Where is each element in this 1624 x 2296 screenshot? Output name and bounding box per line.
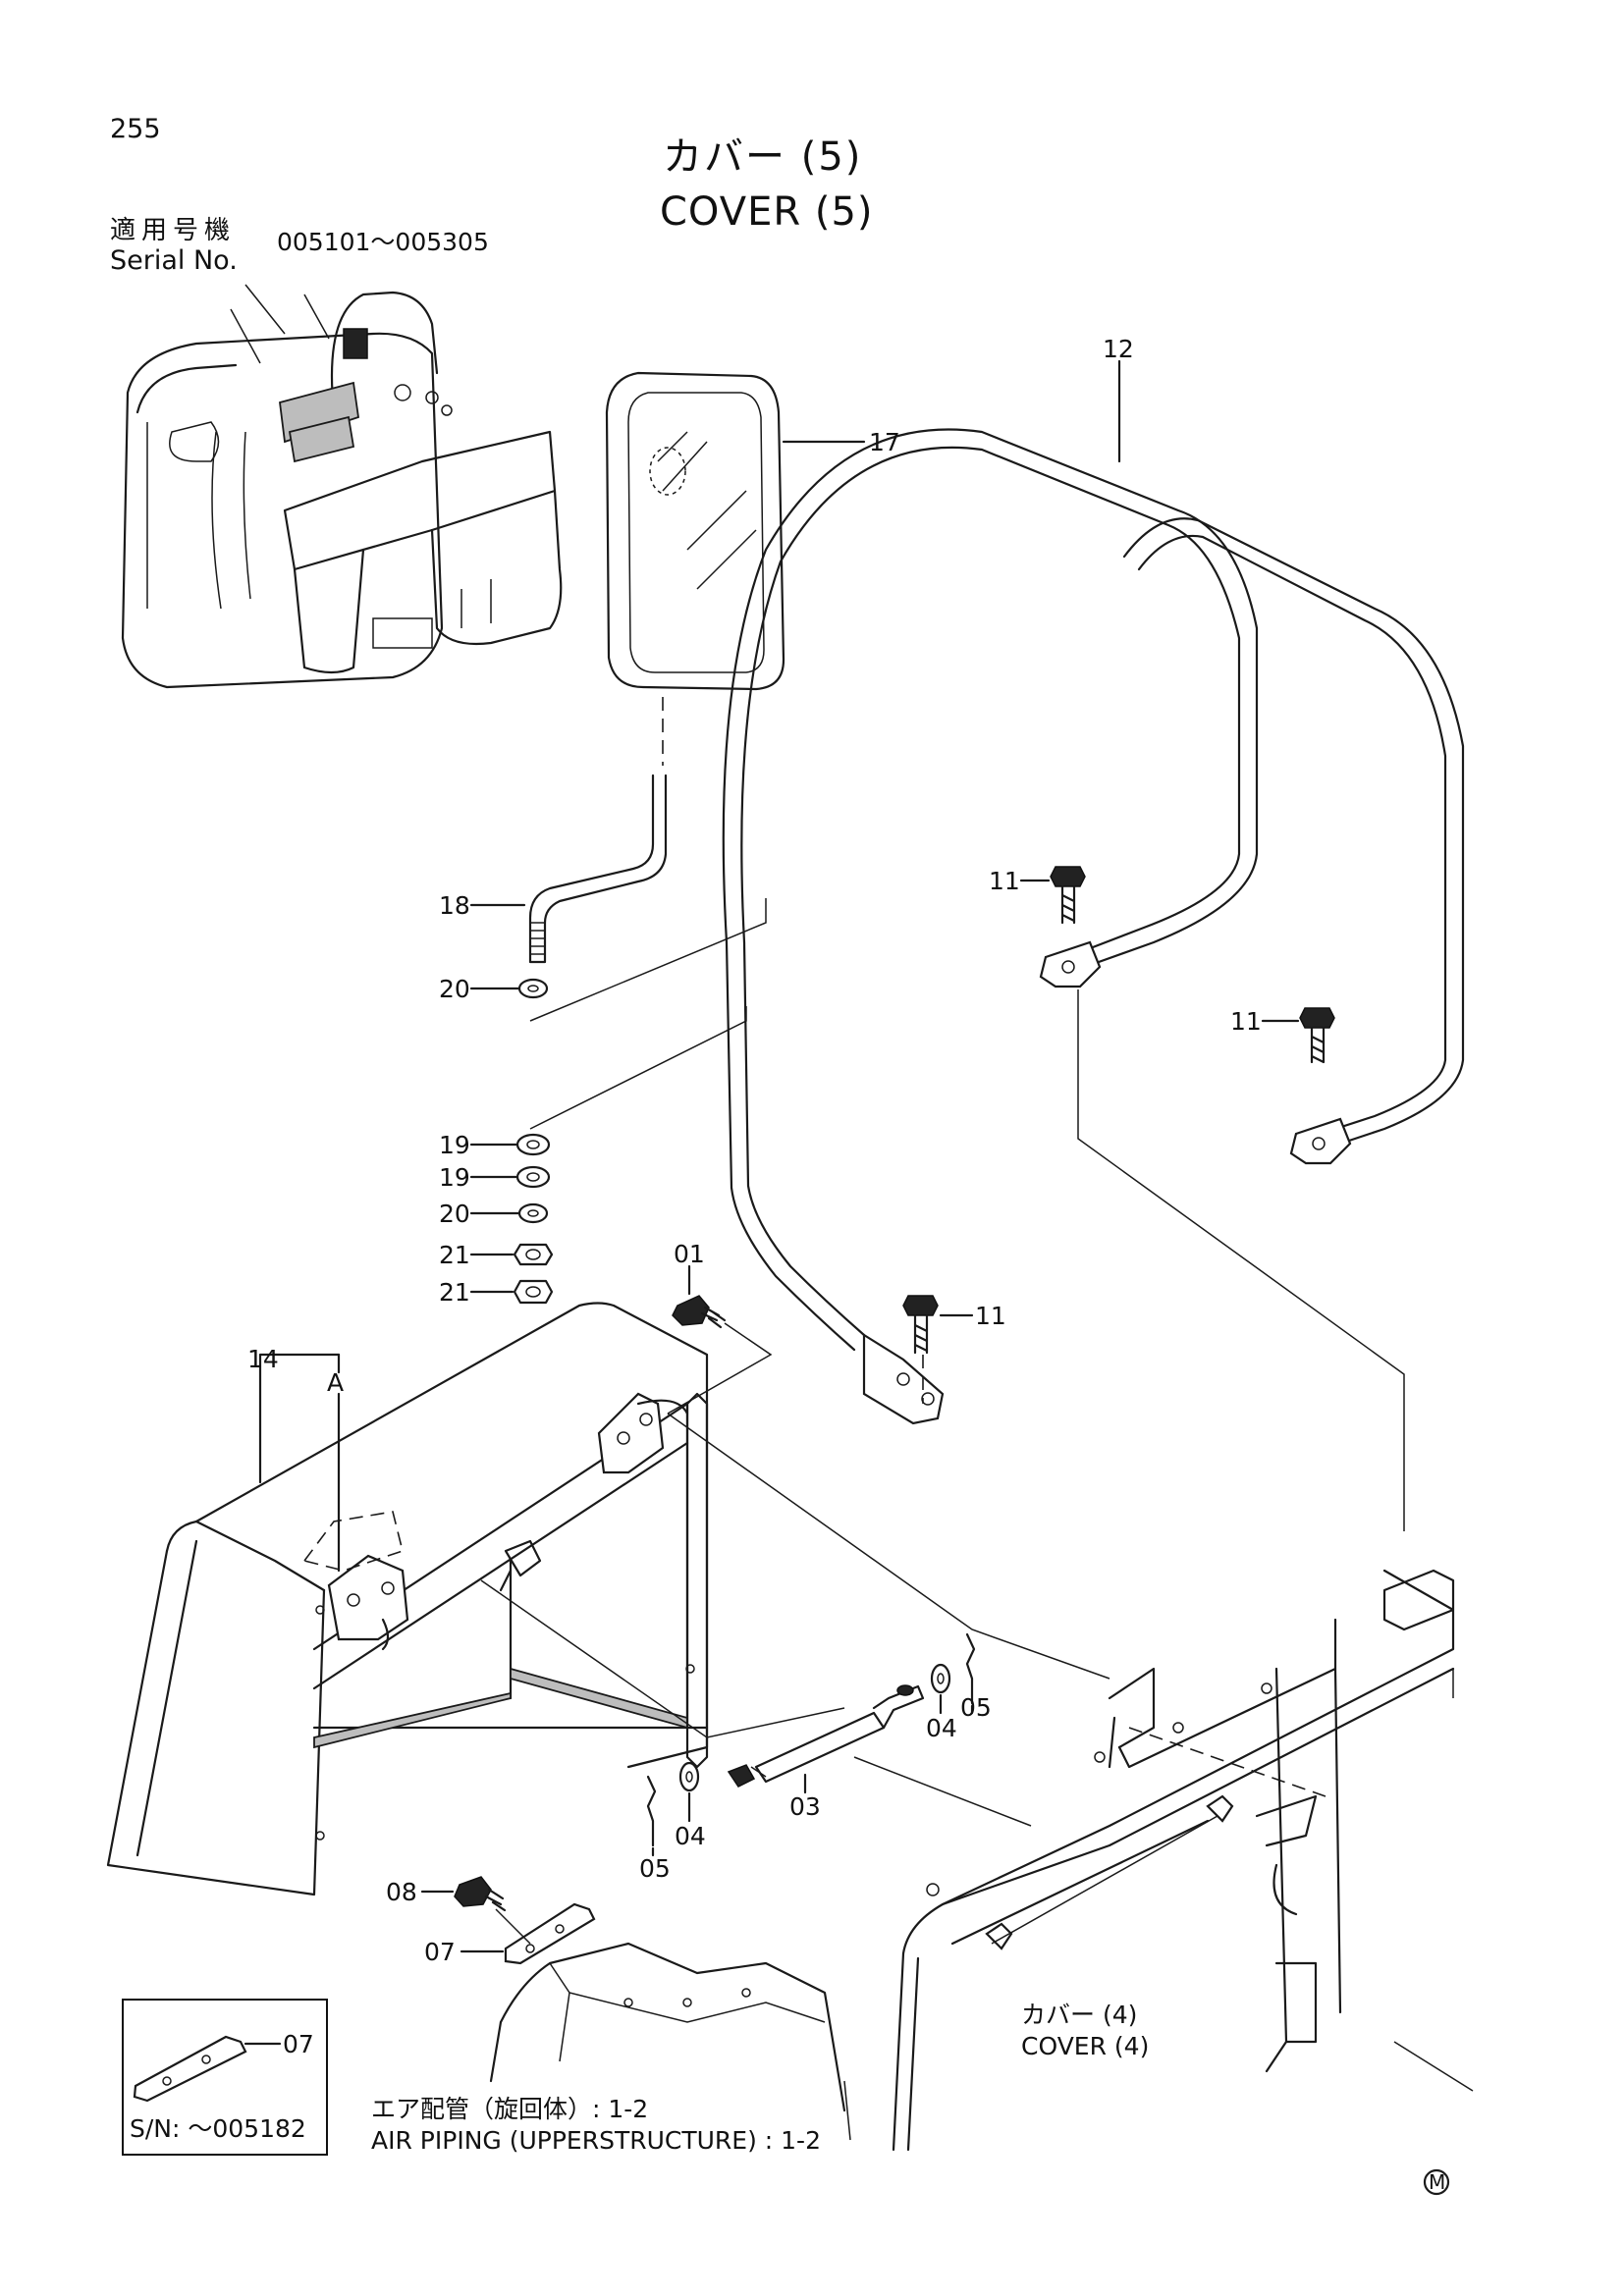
hinge-left-detail-A[interactable] <box>327 1554 409 1651</box>
bolt-part-01[interactable] <box>672 1295 727 1329</box>
washer-19-upper[interactable] <box>515 1133 551 1156</box>
m-mark-circle <box>1423 2168 1450 2196</box>
air-piping-ref-japanese: エア配管（旋回体）: 1-2 <box>371 2095 649 2123</box>
inset-part-label-07: 07 <box>283 2030 314 2058</box>
part-label-A: A <box>327 1368 345 1397</box>
nut-21-lower[interactable] <box>513 1279 554 1305</box>
part-label-20a: 20 <box>439 975 470 1003</box>
washer-04-upper[interactable] <box>930 1663 951 1694</box>
mirror-part-17[interactable] <box>605 371 785 691</box>
part-label-11b: 11 <box>1230 1007 1262 1036</box>
part-label-04b: 04 <box>675 1822 706 1850</box>
part-label-11a: 11 <box>989 867 1020 895</box>
part-label-18: 18 <box>439 891 470 920</box>
inset-bracket-07 <box>133 2035 282 2103</box>
bolt-part-08[interactable] <box>454 1876 507 1912</box>
air-piping-bracket <box>489 1942 851 2141</box>
cover-4-ref-japanese: カバー (4) <box>1021 2001 1138 2029</box>
cover-4-frame <box>892 1569 1455 2152</box>
part-label-21b: 21 <box>439 1278 470 1307</box>
bracket-part-07[interactable] <box>504 1902 596 1965</box>
alignment-line-01 <box>667 1322 773 1415</box>
rail-end-plate-right[interactable] <box>1289 1117 1352 1165</box>
part-label-17: 17 <box>869 428 900 456</box>
part-label-05b: 05 <box>639 1854 671 1883</box>
part-label-21a: 21 <box>439 1241 470 1269</box>
latch-pin[interactable] <box>499 1539 542 1592</box>
part-label-07: 07 <box>424 1938 456 1966</box>
excavator-overview-sketch <box>121 284 563 689</box>
part-label-01: 01 <box>674 1240 705 1268</box>
inset-box <box>122 1999 328 2156</box>
serial-range: 005101～005305 <box>277 228 489 256</box>
washer-19-lower[interactable] <box>515 1165 551 1189</box>
cover-part-14[interactable] <box>106 1302 709 1896</box>
inset-serial-note: S/N: ～005182 <box>130 2114 306 2143</box>
detail-A-outline <box>302 1511 404 1572</box>
hinge-right[interactable] <box>597 1392 689 1474</box>
cover-4-edge <box>1393 2041 1474 2092</box>
serial-label-japanese: 適用号機 <box>110 216 237 245</box>
rail-end-plate-lower[interactable] <box>862 1333 945 1425</box>
part-label-19b: 19 <box>439 1163 470 1192</box>
title-english: COVER (5) <box>660 189 874 235</box>
mirror-stay-part-18[interactable] <box>528 774 668 964</box>
title-japanese: カバー (5) <box>663 134 863 180</box>
part-label-12: 12 <box>1103 335 1134 363</box>
serial-label-english: Serial No. <box>110 245 238 276</box>
alignment-line-07 <box>495 1908 531 1945</box>
rail-end-plate-upper[interactable] <box>1039 940 1102 988</box>
air-piping-ref-english: AIR PIPING (UPPERSTRUCTURE) : 1-2 <box>371 2126 821 2155</box>
alignment-line-damper <box>480 1579 845 1738</box>
part-label-05a: 05 <box>960 1693 992 1722</box>
washer-04-lower[interactable] <box>678 1761 700 1792</box>
alignment-line-hinge <box>667 1413 1110 1680</box>
m-mark: M <box>1429 2170 1446 2194</box>
part-label-14: 14 <box>247 1345 279 1373</box>
part-label-03: 03 <box>789 1792 821 1821</box>
bolt-11-lower[interactable] <box>902 1295 939 1355</box>
part-label-20b: 20 <box>439 1200 470 1228</box>
bolt-11-right[interactable] <box>1299 1007 1335 1064</box>
washer-20-lower[interactable] <box>517 1202 549 1224</box>
part-label-08: 08 <box>386 1878 417 1906</box>
guard-rail-part-12[interactable] <box>722 428 1465 1352</box>
cover-4-ref-english: COVER (4) <box>1021 2032 1150 2060</box>
gas-damper-part-03[interactable] <box>727 1684 925 1788</box>
leader-14 <box>258 1353 341 1484</box>
page-number: 255 <box>110 114 161 144</box>
pin-05-upper[interactable] <box>965 1632 976 1705</box>
washer-20-upper[interactable] <box>517 978 549 999</box>
part-label-04a: 04 <box>926 1714 957 1742</box>
part-label-19a: 19 <box>439 1131 470 1159</box>
nut-21-upper[interactable] <box>513 1243 554 1266</box>
bolt-11-upper[interactable] <box>1050 866 1086 925</box>
part-label-11c: 11 <box>975 1302 1006 1330</box>
alignment-line-03 <box>853 1756 1032 1827</box>
pin-05-lower[interactable] <box>646 1775 657 1847</box>
alignment-line-right <box>1077 989 1405 1531</box>
